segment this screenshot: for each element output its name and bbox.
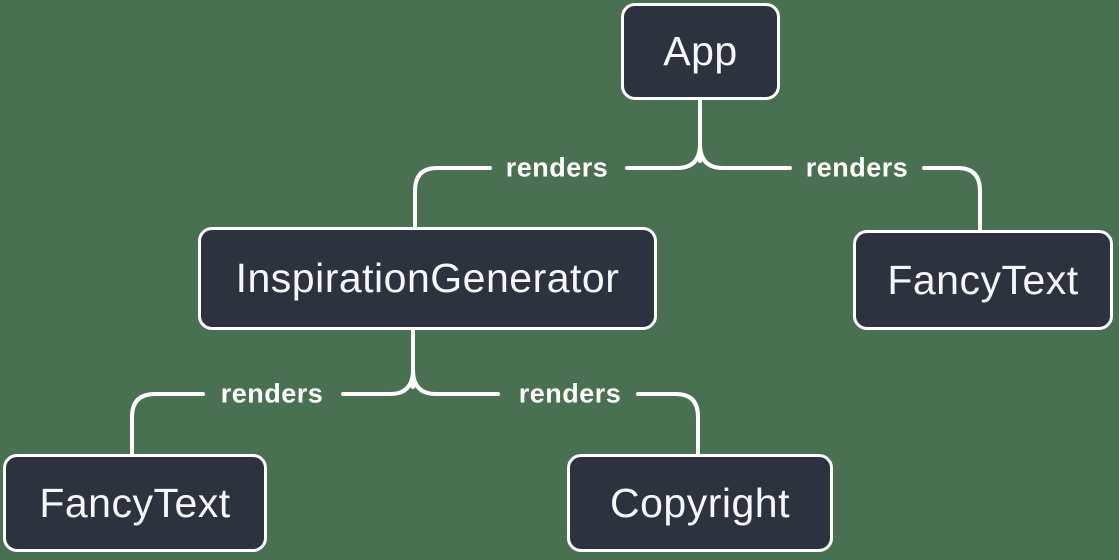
- node-copyright-label: Copyright: [610, 479, 790, 526]
- edge-label-inspiration-generator-copyright: renders: [518, 378, 622, 409]
- node-inspiration-generator: InspirationGenerator: [198, 227, 657, 330]
- node-app-label: App: [663, 28, 738, 74]
- node-fancy-text-bottom: FancyText: [3, 454, 267, 552]
- edge-label-inspiration-generator-fancy-text: renders: [220, 378, 324, 409]
- edge-label-app-fancy-text: renders: [805, 152, 909, 183]
- node-app: App: [621, 3, 780, 100]
- node-copyright: Copyright: [567, 454, 833, 552]
- node-fancy-text-bottom-label: FancyText: [39, 479, 231, 526]
- node-fancy-text-top-label: FancyText: [887, 256, 1079, 303]
- node-fancy-text-top: FancyText: [853, 230, 1113, 330]
- node-inspiration-generator-label: InspirationGenerator: [235, 255, 620, 301]
- edge-label-app-inspiration-generator: renders: [505, 152, 609, 183]
